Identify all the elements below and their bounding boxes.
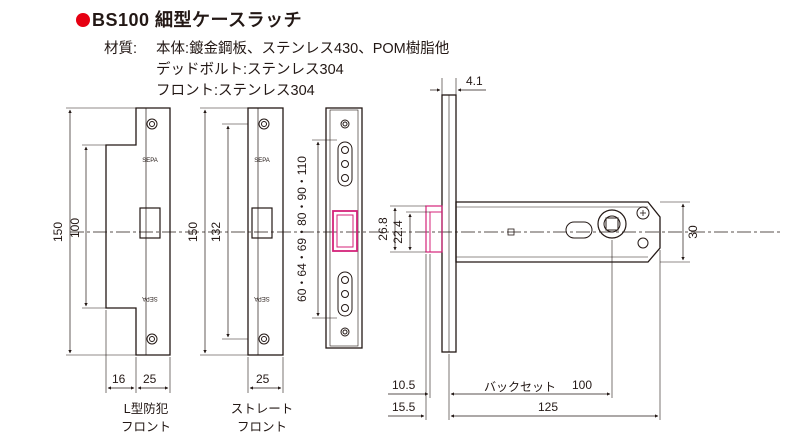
backset-caption: バックセット <box>484 380 557 394</box>
projection-b-label: 15.5 <box>392 400 416 414</box>
l-front-mark-top: SEPA <box>142 158 158 164</box>
red-bullet-icon <box>76 13 90 27</box>
straight-front-mark-bottom: SEPA <box>254 295 270 301</box>
l-front-width-label: 25 <box>143 372 157 386</box>
material-label: 材質: <box>104 41 138 57</box>
front-thickness-label: 4.1 <box>466 74 483 88</box>
straight-front <box>247 107 284 356</box>
straight-front-width-label: 25 <box>256 372 270 386</box>
straight-front-inner-label: 132 <box>209 222 223 242</box>
latch-body <box>425 94 661 353</box>
l-front-offset-label: 16 <box>112 372 126 386</box>
straight-front-caption-1: ストレート <box>230 402 294 416</box>
material-line-1: 本体:鍍金鋼板、ステンレス430、POM樹脂他 <box>156 41 450 57</box>
bolt-inner-height-label: 22.4 <box>391 220 405 244</box>
straight-front-caption-2: フロント <box>236 420 287 434</box>
l-front-inner-label: 100 <box>68 218 82 238</box>
strike-plate <box>325 107 363 349</box>
projection-a-label: 10.5 <box>392 378 416 392</box>
page-title: BS100 細型ケースラッチ <box>76 6 302 32</box>
l-front-mark-bottom: SEPA <box>142 295 158 301</box>
material-line-3: フロント:ステンレス304 <box>156 83 315 99</box>
l-type-front <box>105 107 171 356</box>
straight-front-height-label: 150 <box>186 222 200 242</box>
strike-hole-pitch-label: 60・64・69・80・90・110 <box>295 156 309 302</box>
bolt-outer-height-label: 26.8 <box>376 217 390 241</box>
case-height-label: 30 <box>686 225 700 239</box>
backset-value: 100 <box>572 378 593 392</box>
l-front-caption-1: L型防犯 <box>123 402 169 416</box>
l-front-height-label: 150 <box>51 222 65 242</box>
l-front-caption-2: フロント <box>120 420 171 434</box>
material-line-2: デッドボルト:ステンレス304 <box>156 62 344 78</box>
straight-front-mark-top: SEPA <box>254 158 270 164</box>
overall-length-label: 125 <box>538 400 559 414</box>
